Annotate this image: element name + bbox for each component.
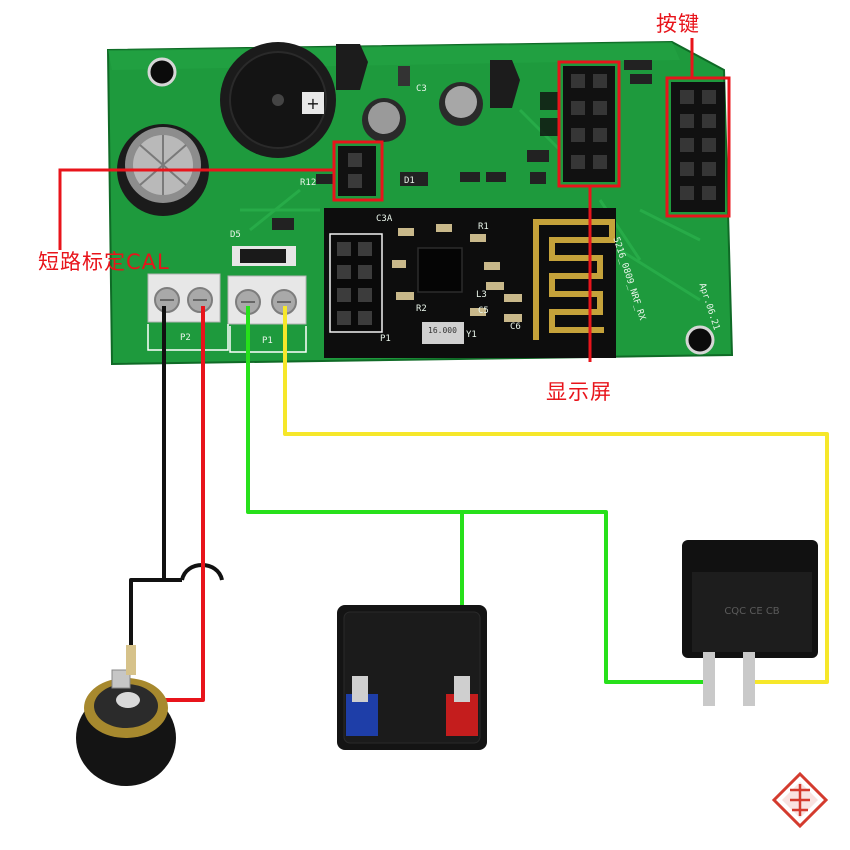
label-keys: 按键 bbox=[656, 12, 700, 36]
keys-highlight-box bbox=[665, 76, 731, 218]
mounting-hole bbox=[147, 57, 177, 87]
silkscreen-designator: D1 bbox=[404, 176, 415, 186]
small-capacitor bbox=[362, 82, 483, 142]
battery bbox=[337, 605, 487, 750]
silkscreen-designator: R1 bbox=[478, 222, 489, 232]
battery-positive-terminal bbox=[446, 676, 478, 736]
diode bbox=[232, 246, 296, 266]
silkscreen-terminal-p2: P2 bbox=[180, 333, 191, 343]
dc-power-jack bbox=[76, 645, 176, 786]
svg-text:+: + bbox=[306, 94, 319, 113]
transistor bbox=[336, 44, 520, 108]
switch-marks: CQC CE CB bbox=[724, 606, 779, 617]
terminal-block-p1 bbox=[227, 275, 307, 325]
silkscreen-designator: R2 bbox=[416, 304, 427, 314]
brand-logo bbox=[771, 771, 829, 829]
silkscreen-crystal: 16.000 bbox=[428, 326, 457, 335]
terminal-outline bbox=[147, 324, 307, 353]
green-wire bbox=[246, 306, 712, 684]
label-display: 显示屏 bbox=[546, 380, 612, 404]
silkscreen-designator: L3 bbox=[476, 290, 487, 300]
silkscreen-designator: Y1 bbox=[466, 330, 477, 340]
silkscreen-designator: C3A bbox=[376, 214, 393, 224]
silkscreen-terminal-p1: P1 bbox=[262, 336, 273, 346]
display-header bbox=[563, 66, 615, 182]
wires bbox=[118, 306, 829, 702]
wireless-module bbox=[324, 208, 616, 358]
smd-components bbox=[272, 60, 652, 230]
rocker-switch: CQC CE CB bbox=[682, 540, 818, 706]
terminal-block-p2 bbox=[147, 273, 221, 323]
module-pin-header bbox=[337, 242, 372, 325]
smd-passives bbox=[392, 224, 522, 322]
keys-header bbox=[671, 82, 725, 212]
silkscreen-module-header: P1 bbox=[380, 334, 391, 344]
cal-jumper-header bbox=[338, 146, 376, 196]
silkscreen-designator: C5 bbox=[478, 306, 489, 316]
silkscreen-designator: D5 bbox=[230, 230, 241, 240]
annotation-markers bbox=[58, 38, 731, 362]
yellow-wire bbox=[283, 306, 829, 684]
pcb-antenna bbox=[533, 219, 615, 340]
silkscreen-designator: C3 bbox=[416, 84, 427, 94]
pin-header bbox=[540, 92, 558, 136]
silkscreen-designator: R12 bbox=[300, 178, 317, 188]
buzzer: + bbox=[220, 42, 336, 158]
label-short-calibration: 短路标定CAL bbox=[38, 250, 170, 274]
cal-leader-line bbox=[58, 168, 334, 250]
crystal-oscillator bbox=[422, 322, 464, 344]
black-wire bbox=[129, 306, 166, 660]
mounting-hole bbox=[685, 325, 715, 355]
rf-chip bbox=[417, 247, 463, 293]
battery-negative-terminal bbox=[346, 676, 378, 736]
silkscreen-designator: C6 bbox=[510, 322, 521, 332]
